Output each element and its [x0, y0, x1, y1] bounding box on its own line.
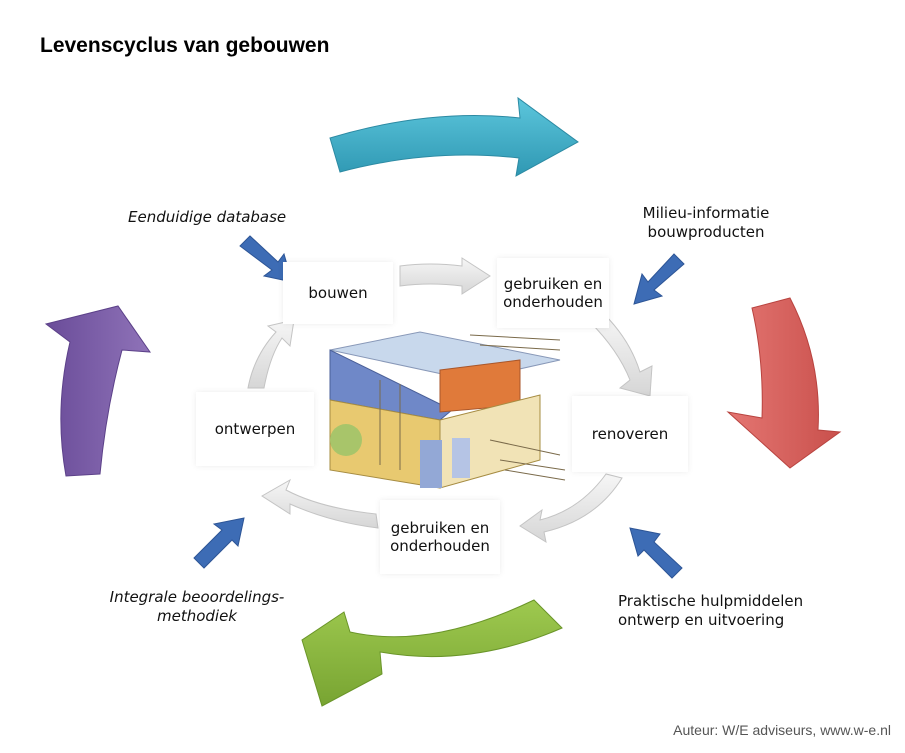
arrow-right-icon — [726, 297, 842, 469]
inner-arrow-gebruiken-ontwerpen — [261, 478, 379, 529]
blue-pointer-arrow-icon — [633, 253, 685, 305]
inner-arrow-gebruiken-renoveren — [589, 313, 653, 397]
arrow-left-icon — [44, 305, 152, 477]
stage-gebruiken-bottom: gebruiken en onderhouden — [380, 500, 500, 574]
arrow-bottom-icon — [301, 599, 563, 707]
inner-arrow-bouwen-gebruiken — [399, 257, 491, 295]
house-construction-illustration — [318, 330, 568, 495]
stage-label: renoveren — [591, 425, 669, 443]
stage-renoveren: renoveren — [572, 396, 688, 472]
stage-bouwen: bouwen — [283, 262, 393, 324]
blue-pointer-arrow-icon — [193, 517, 245, 569]
note-praktische-hulpmiddelen: Praktische hulpmiddelen ontwerp en uitvo… — [618, 592, 804, 629]
page-title: Levenscyclus van gebouwen — [40, 34, 330, 57]
blue-pointer-arrow-icon — [629, 527, 683, 579]
note-integrale-beoordeling: Integrale beoordelings- methodiek — [109, 588, 285, 625]
stage-label: gebruiken en onderhouden — [390, 519, 490, 555]
note-milieu-informatie: Milieu-informatie bouwproducten — [642, 204, 770, 241]
stage-label: ontwerpen — [214, 420, 296, 438]
stage-gebruiken-top: gebruiken en onderhouden — [497, 258, 609, 328]
inner-arrow-renoveren-gebruiken — [519, 473, 623, 544]
author-credit: Auteur: W/E adviseurs, www.w-e.nl — [673, 722, 891, 738]
stage-label: bouwen — [308, 284, 368, 302]
inner-arrow-ontwerpen-bouwen — [247, 319, 295, 389]
arrow-top-icon — [329, 96, 579, 177]
note-eenduidige-database: Eenduidige database — [128, 208, 287, 226]
stage-ontwerpen: ontwerpen — [196, 392, 314, 466]
stage-label: gebruiken en onderhouden — [503, 275, 603, 311]
